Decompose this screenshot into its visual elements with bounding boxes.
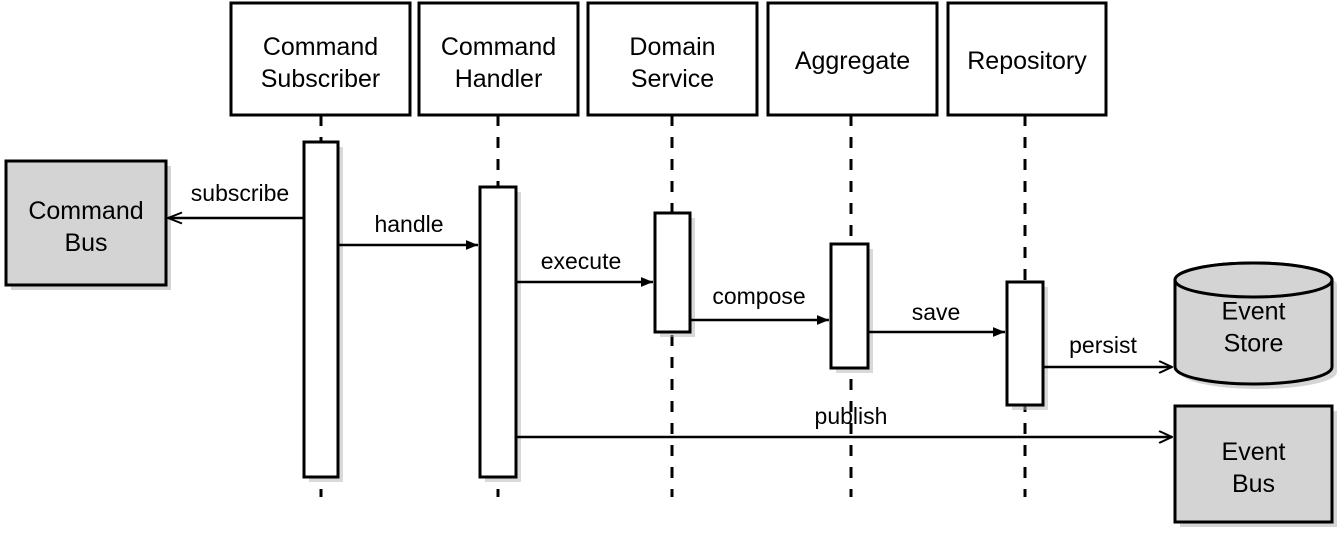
activation-command-subscriber (302, 140, 343, 482)
message-handle: handle (338, 211, 478, 250)
activation-command-handler (478, 185, 521, 482)
message-compose: compose (690, 283, 829, 325)
persist-label: persist (1069, 332, 1137, 358)
domain-service-label-line2: Service (631, 65, 714, 93)
command-bus-box (4, 159, 168, 287)
event-store-label-line2: Store (1224, 330, 1284, 358)
subscribe-label: subscribe (191, 180, 289, 206)
activation-bars-group (302, 140, 1048, 482)
command-bus-label-line1: Command (28, 197, 143, 225)
activation-aggregate (829, 242, 873, 373)
domain-service-box (586, 1, 759, 117)
activation-domain-service (653, 211, 695, 337)
command-handler-box (417, 1, 580, 117)
message-subscribe: subscribe (168, 180, 304, 218)
message-persist: persist (1043, 332, 1172, 367)
command-handler-label-line1: Command (441, 33, 556, 61)
command-bus-label-line2: Bus (64, 229, 107, 257)
participant-boxes-group: CommandSubscriberCommandHandlerDomainSer… (229, 1, 1108, 117)
domain-service-label-line1: Domain (629, 33, 715, 61)
message-publish: publish (516, 403, 1172, 437)
execute-label: execute (541, 248, 622, 274)
save-label: save (912, 299, 961, 325)
repository-activation-bar (1005, 280, 1045, 407)
handle-label: handle (374, 211, 443, 237)
event-store-cylinder-top (1173, 261, 1334, 299)
repository-box (946, 1, 1108, 117)
aggregate-label: Aggregate (795, 47, 910, 75)
message-execute: execute (516, 248, 653, 287)
command-subscriber-label-line1: Command (263, 33, 378, 61)
event-bus-label-line2: Bus (1232, 470, 1275, 498)
publish-label: publish (815, 403, 888, 429)
command-subscriber-activation-bar (302, 140, 340, 479)
repository-label: Repository (967, 47, 1087, 75)
aggregate-box (766, 1, 939, 117)
command-subscriber-box (229, 1, 412, 117)
message-save: save (868, 299, 1005, 337)
messages-group: subscribe handle execute compose save persist… (168, 180, 1172, 437)
command-handler-label-line2: Handler (455, 65, 543, 93)
event-store-label-line1: Event (1222, 298, 1286, 326)
domain-service-activation-bar (653, 211, 692, 334)
compose-label: compose (712, 283, 805, 309)
command-subscriber-label-line2: Subscriber (261, 65, 381, 93)
participant-aggregate: Aggregate (766, 1, 939, 117)
event-bus-label-line1: Event (1222, 438, 1286, 466)
aggregate-activation-bar (829, 242, 870, 370)
participant-repository: Repository (946, 1, 1108, 117)
activation-repository (1005, 280, 1048, 410)
command-handler-activation-bar (478, 185, 518, 479)
event-bus-box (1173, 404, 1334, 524)
